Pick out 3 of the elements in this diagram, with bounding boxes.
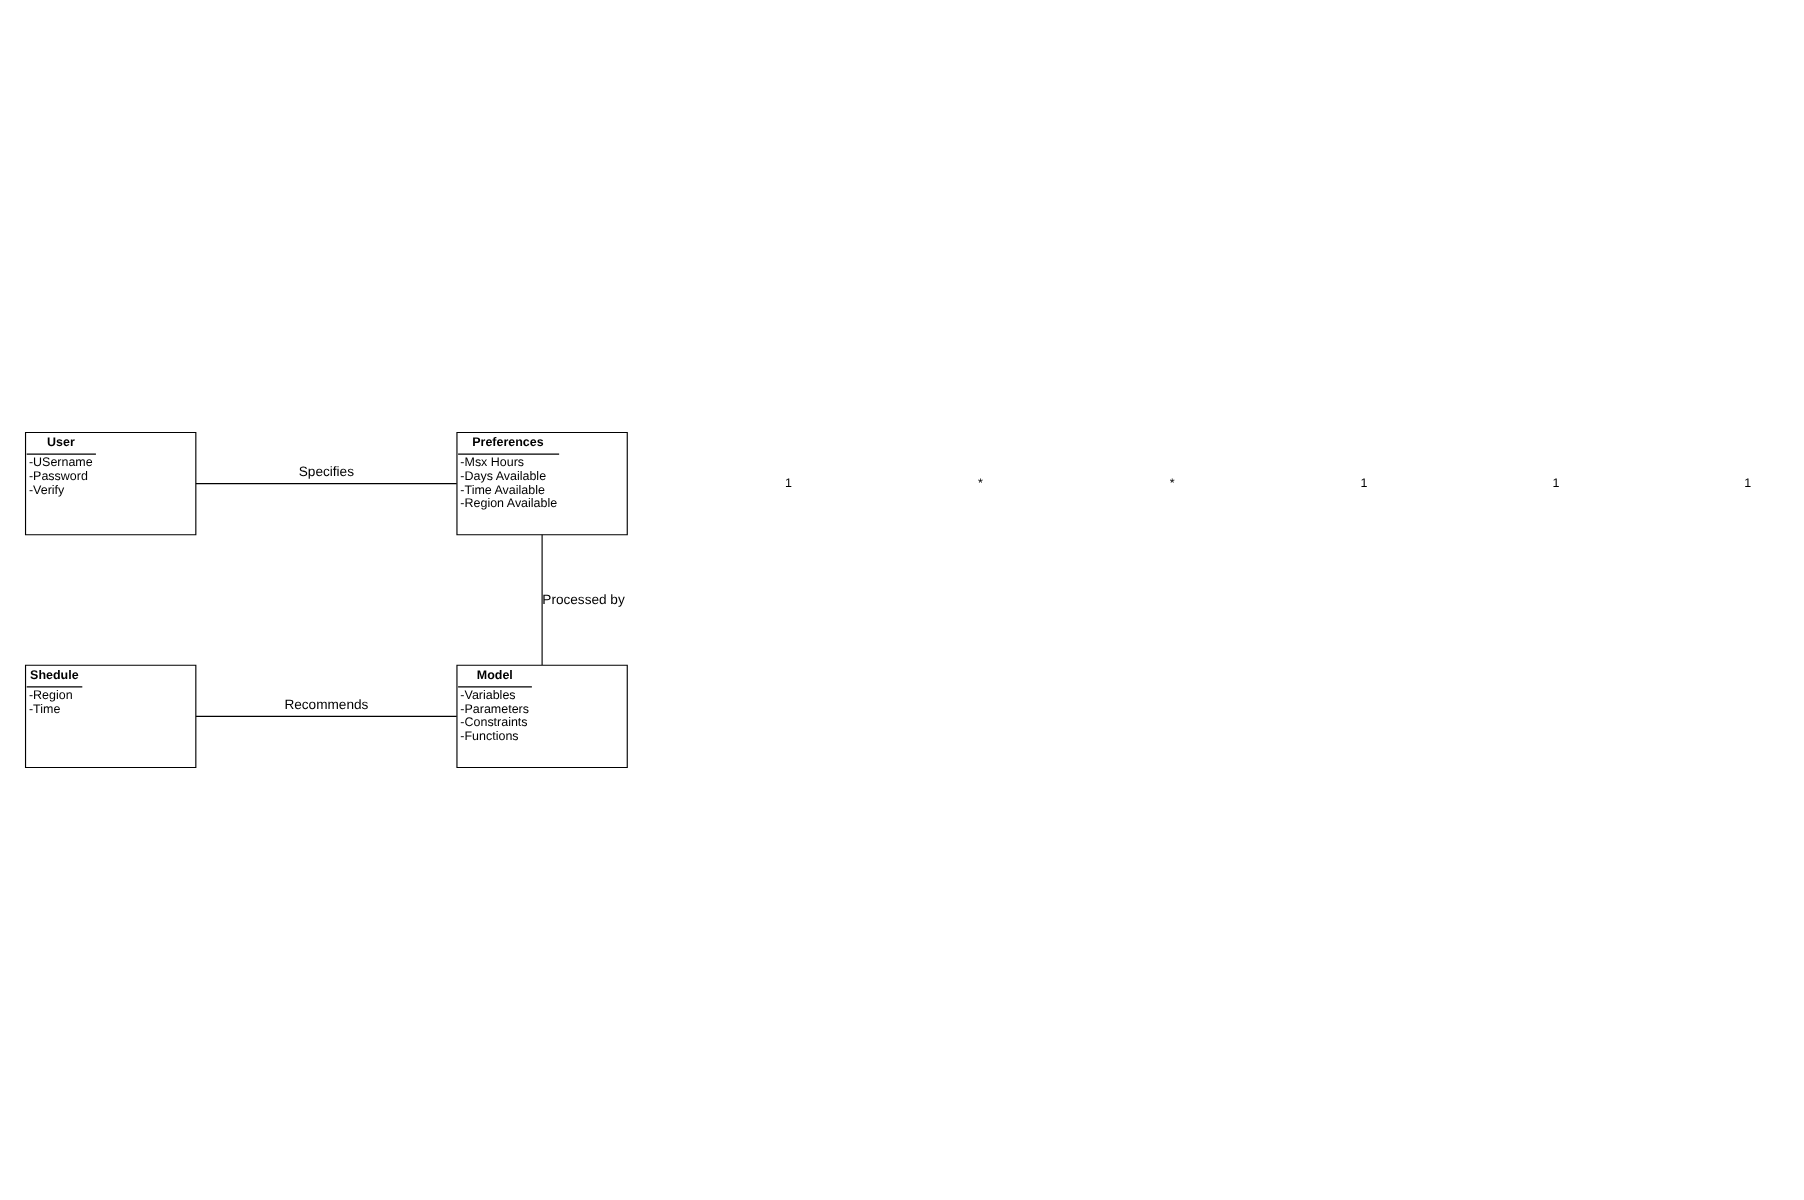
connector xyxy=(195,715,458,717)
connector xyxy=(195,483,458,485)
connector xyxy=(541,534,543,666)
